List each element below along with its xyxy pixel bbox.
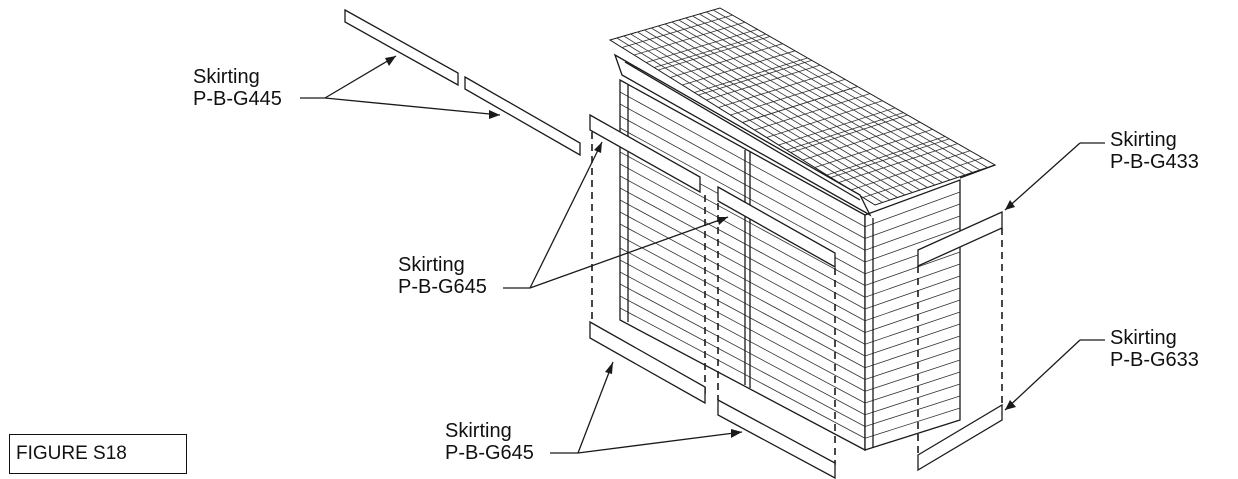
skirting-g433 (917, 210, 1003, 455)
skirting-g445 (344, 8, 581, 157)
callout-g445-title: Skirting (193, 66, 260, 88)
callout-g433-title: Skirting (1110, 129, 1177, 151)
callout-g645-upper-part: P-B-G645 (398, 276, 487, 298)
callout-g645-upper-title: Skirting (398, 254, 465, 276)
skirting-g633 (917, 403, 1003, 472)
skirting-g645-lower (589, 320, 836, 479)
leader-lines (300, 55, 1105, 454)
callout-g633-part: P-B-G633 (1110, 349, 1199, 371)
callout-g645-lower-part: P-B-G645 (445, 442, 534, 464)
callout-g433-part: P-B-G433 (1110, 151, 1199, 173)
shed-side-wall (864, 179, 961, 451)
arrowheads (385, 56, 1016, 438)
callout-g445-part: P-B-G445 (193, 88, 282, 110)
callout-g645-lower-title: Skirting (445, 420, 512, 442)
skirting-g645-upper (589, 113, 836, 465)
callout-g633-title: Skirting (1110, 327, 1177, 349)
shed-roof (608, 7, 997, 217)
figure-label: FIGURE S18 (9, 434, 187, 474)
